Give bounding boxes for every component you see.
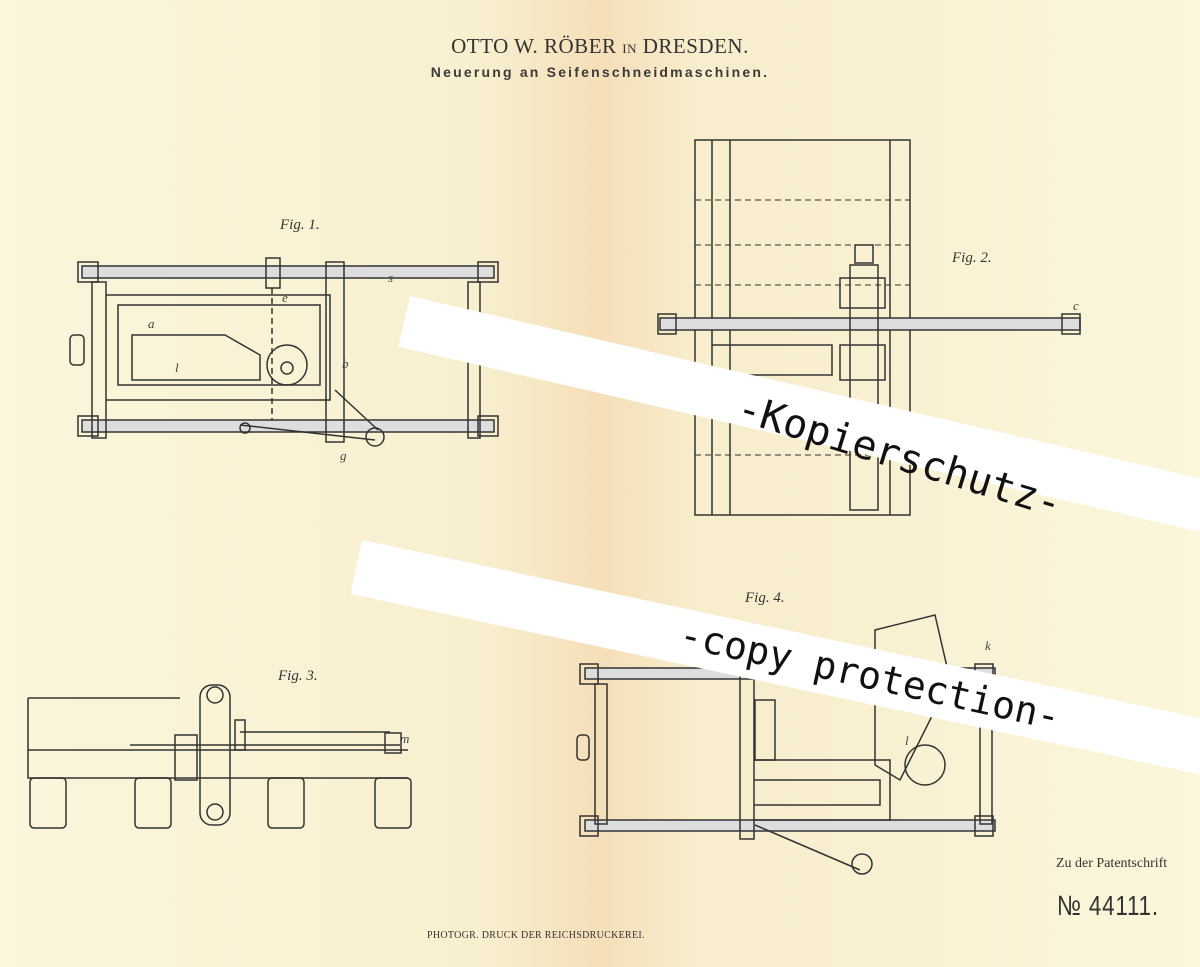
printer-credit: PHOTOGR. DRUCK DER REICHSDRUCKEREI. [427, 930, 645, 941]
label-e: e [282, 290, 288, 305]
label-m: m [400, 731, 409, 746]
in-word: IN [622, 41, 637, 56]
fig-2-caption: Fig. 2. [952, 250, 992, 266]
figure-1-drawing [69, 257, 499, 447]
label-s: s [388, 270, 393, 285]
part-labels: a l s e b g c m l k [148, 270, 1079, 748]
author: OTTO W. RÖBER [451, 34, 617, 58]
fig-3-caption: Fig. 3. [278, 668, 318, 684]
figure-3-drawing [27, 684, 412, 829]
patent-reference-label: Zu der Patentschrift [1056, 856, 1168, 871]
label-l-4: l [905, 733, 909, 748]
patent-subtitle: Neuerung an Seifenschneidmaschinen. [430, 64, 770, 80]
label-b: b [342, 356, 349, 371]
label-k: k [985, 638, 991, 653]
label-c: c [1073, 298, 1079, 313]
patent-number: № 44111. [1057, 890, 1159, 921]
patent-title: OTTO W. RÖBER IN DRESDEN. [0, 34, 1200, 59]
label-l: l [175, 360, 179, 375]
fig-4-caption: Fig. 4. [745, 590, 785, 606]
label-g: g [340, 448, 347, 463]
figure-2-drawing [657, 139, 1081, 516]
label-a: a [148, 316, 155, 331]
city: DRESDEN. [642, 34, 749, 58]
fig-1-caption: Fig. 1. [280, 217, 320, 233]
